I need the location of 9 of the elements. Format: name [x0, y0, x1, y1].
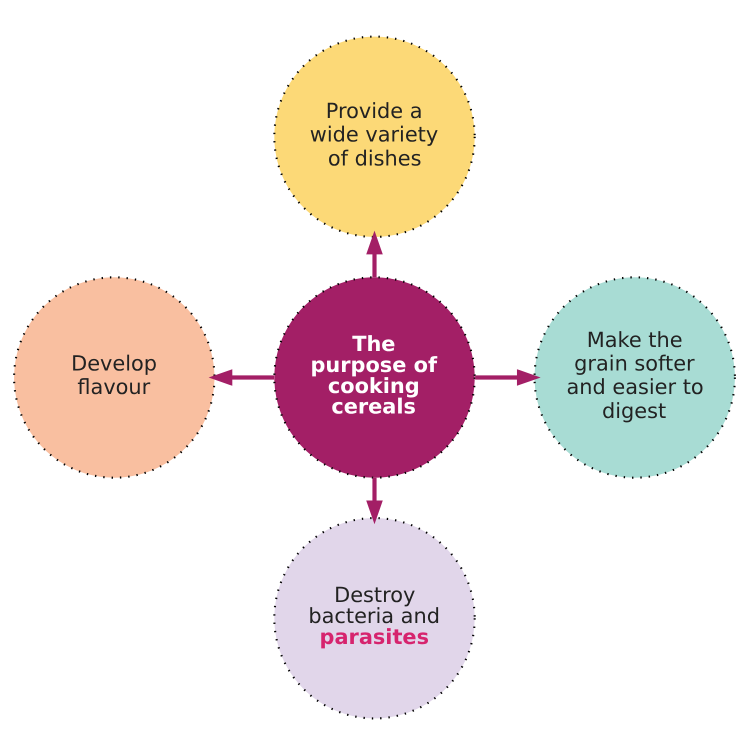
node-circle: The purpose of cooking cereals	[273, 276, 476, 479]
arrow	[475, 369, 541, 386]
node-circle: Develop flavour	[13, 276, 216, 479]
arrow	[208, 369, 274, 386]
node-circle: Destroy bacteria and parasites	[273, 517, 476, 720]
node-circle: Make the grain softer and easier to digest	[533, 276, 736, 479]
arrow	[366, 478, 383, 524]
node-circle: Provide a wide variety of dishes	[273, 36, 476, 238]
arrow	[366, 230, 383, 278]
